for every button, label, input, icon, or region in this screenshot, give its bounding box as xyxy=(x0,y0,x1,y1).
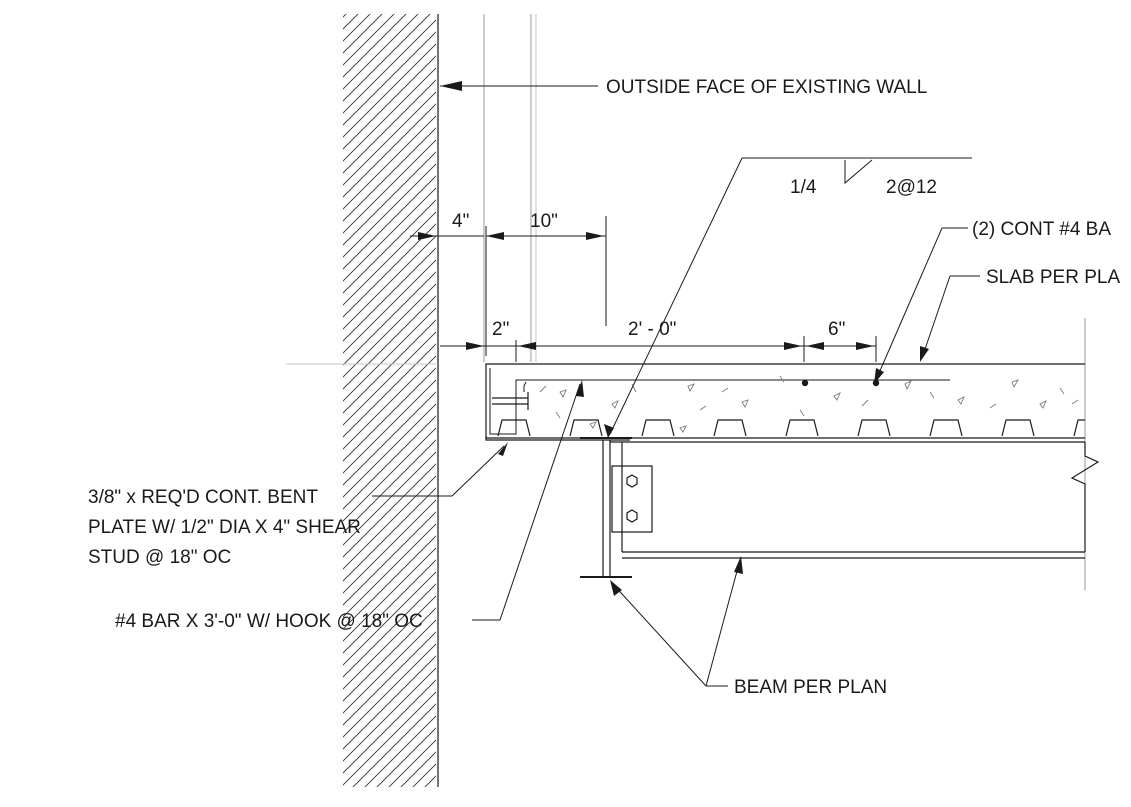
dimension-10: 10" xyxy=(485,211,607,356)
bolt-1 xyxy=(626,474,638,488)
metal-deck xyxy=(497,419,1085,437)
weld-spacing-text: 2@12 xyxy=(886,177,937,198)
dimension-2ft-text: 2' - 0" xyxy=(628,319,676,340)
hook-bar xyxy=(523,381,527,392)
label-cont-bars: (2) CONT #4 BA xyxy=(874,219,1111,384)
slab-text: SLAB PER PLA xyxy=(986,267,1120,288)
hook-bar-text: #4 BAR X 3'-0" W/ HOOK @ 18" OC xyxy=(115,611,423,632)
shear-tab-plate xyxy=(611,465,653,533)
dimension-10-text: 10" xyxy=(530,211,558,232)
label-wall-face: OUTSIDE FACE OF EXISTING WALL xyxy=(440,77,927,98)
shear-stud xyxy=(492,392,529,410)
bent-plate-line1: 3/8" x REQ'D CONT. BENT xyxy=(88,487,318,508)
dimension-2ft: 2' - 0" 6" xyxy=(516,319,877,362)
bent-plate-line3: STUD @ 18" OC xyxy=(88,547,231,568)
dimension-6-text: 6" xyxy=(828,319,845,340)
weld-size-text: 1/4 xyxy=(790,177,817,198)
concrete-slab xyxy=(485,363,1085,439)
bent-plate-line2: PLATE W/ 1/2" DIA X 4" SHEAR xyxy=(88,517,361,538)
weld-symbol: 1/4 2@12 xyxy=(604,157,972,438)
cont-bar-1 xyxy=(801,379,809,387)
label-hook-bar: #4 BAR X 3'-0" W/ HOOK @ 18" OC xyxy=(115,380,584,632)
label-beam: BEAM PER PLAN xyxy=(610,556,887,698)
label-slab: SLAB PER PLA xyxy=(920,267,1120,362)
bent-plate xyxy=(485,436,630,441)
dimension-2-text: 2" xyxy=(492,319,509,340)
wall-face-text: OUTSIDE FACE OF EXISTING WALL xyxy=(606,77,927,98)
dimension-2: 2" xyxy=(440,319,536,362)
concrete-aggregate xyxy=(539,375,1079,433)
beam-text: BEAM PER PLAN xyxy=(734,677,887,698)
bolt-2 xyxy=(626,509,638,523)
steel-beam xyxy=(485,436,1100,578)
label-bent-plate: 3/8" x REQ'D CONT. BENT PLATE W/ 1/2" DI… xyxy=(88,442,508,568)
existing-wall xyxy=(343,14,439,787)
dimension-4-text: 4" xyxy=(452,211,469,232)
cont-bars-text: (2) CONT #4 BA xyxy=(972,219,1111,240)
